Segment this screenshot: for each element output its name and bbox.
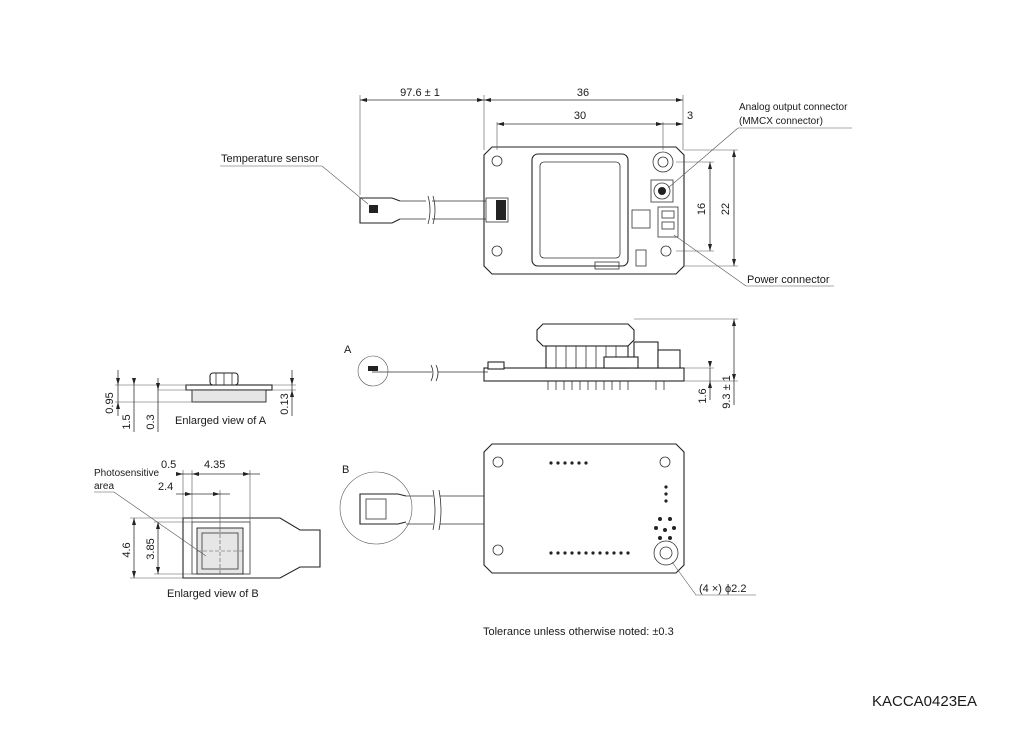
board-side — [483, 367, 685, 382]
dim-hole-pitch-x: 30 — [574, 110, 586, 122]
label-analog-output: Analog output connector — [739, 102, 848, 113]
detail-circle-a — [357, 355, 389, 387]
power-connector — [657, 206, 679, 238]
drawing-code: KACCA0423EA — [872, 693, 977, 710]
dim-board-thickness: 1.6 — [697, 388, 709, 403]
sensor-substrate-a — [185, 384, 273, 391]
label-power-connector: Power connector — [747, 274, 830, 286]
dim-board-width: 36 — [577, 87, 589, 99]
mounting-hole — [491, 245, 503, 257]
label-photosensitive-area: area — [94, 481, 114, 492]
enlarged-view-a: 0.95 1.5 0.3 0.13 Enlarged view of A — [104, 370, 296, 432]
view-marker-a: A — [344, 344, 352, 356]
flex-cable-bottom — [406, 495, 484, 525]
sensor-tip — [359, 197, 401, 224]
dim-board-height: 22 — [720, 203, 732, 215]
mounting-hole-inner — [659, 546, 673, 560]
dim-a-15: 1.5 — [121, 414, 133, 429]
component — [594, 261, 620, 270]
fpc-connector — [485, 197, 509, 223]
enlarged-view-b: 0.5 4.35 2.4 4.6 3.85 Photosensitive are… — [94, 459, 321, 600]
label-enlarged-a: Enlarged view of A — [175, 415, 267, 427]
dim-a-03: 0.3 — [145, 414, 157, 429]
cable-break — [427, 195, 436, 225]
dim-cable-length: 97.6 ± 1 — [400, 87, 440, 99]
top-view: 97.6 ± 1 36 30 3 16 22 Temperature senso… — [220, 87, 852, 287]
pad-row-bottom — [549, 551, 630, 555]
mmcx-connector — [650, 179, 674, 203]
dim-hole-offset: 3 — [687, 110, 693, 122]
mounting-hole — [492, 544, 504, 556]
flex-cable-top — [400, 200, 486, 220]
mounting-hole — [491, 155, 503, 167]
dim-b-385: 3.85 — [145, 538, 157, 559]
label-mmcx: (MMCX connector) — [739, 116, 823, 127]
shield-can-side — [536, 323, 635, 347]
mmcx-pin — [658, 187, 666, 195]
dim-total-height: 9.3 ± 1 — [721, 375, 733, 409]
pad-row-top — [549, 461, 588, 465]
component — [635, 249, 647, 267]
mounting-hole — [659, 456, 671, 468]
view-marker-b: B — [342, 464, 349, 476]
power-connector-side — [603, 356, 639, 369]
label-photosensitive: Photosensitive — [94, 468, 159, 479]
mounting-hole-large — [653, 540, 679, 566]
sensor-window-b — [365, 498, 387, 520]
label-enlarged-b: Enlarged view of B — [167, 588, 259, 600]
detail-circle-b — [339, 471, 413, 545]
mounting-hole-large — [652, 151, 674, 173]
fpc-latch — [496, 200, 506, 220]
label-holes: (4 ×) ϕ2.2 — [699, 583, 746, 595]
board-outline-bottom — [483, 443, 685, 574]
bottom-view: B (4 ×) ϕ2.2 — [339, 443, 756, 596]
mmcx-ring — [653, 182, 671, 200]
dim-a-013: 0.13 — [279, 393, 291, 414]
side-view: A 1.6 9.3 ± 1 — [344, 318, 738, 409]
mounting-hole — [660, 245, 672, 257]
fpc-side — [487, 361, 505, 370]
dim-hole-pitch-y: 16 — [696, 203, 708, 215]
tolerance-note: Tolerance unless otherwise noted: ±0.3 — [483, 626, 674, 638]
component — [631, 209, 651, 229]
photosensitive-inner — [201, 532, 239, 570]
temperature-sensor-chip — [369, 205, 378, 213]
label-temperature-sensor: Temperature sensor — [221, 153, 319, 165]
dim-b-05: 0.5 — [161, 459, 176, 471]
shield-can-inner — [539, 161, 621, 259]
sensor-side — [368, 366, 378, 371]
power-side — [657, 349, 681, 369]
dim-b-46: 4.6 — [121, 542, 133, 557]
power-pin — [661, 210, 675, 219]
dim-a-095: 0.95 — [104, 392, 116, 413]
dim-b-24: 2.4 — [158, 481, 173, 493]
dim-b-435: 4.35 — [204, 459, 225, 471]
mounting-hole-inner — [657, 156, 669, 168]
mounting-hole — [492, 456, 504, 468]
shield-can-top — [531, 153, 629, 267]
sensor-body-a — [191, 389, 267, 403]
power-pin — [661, 221, 675, 230]
pad-cluster — [654, 485, 676, 540]
